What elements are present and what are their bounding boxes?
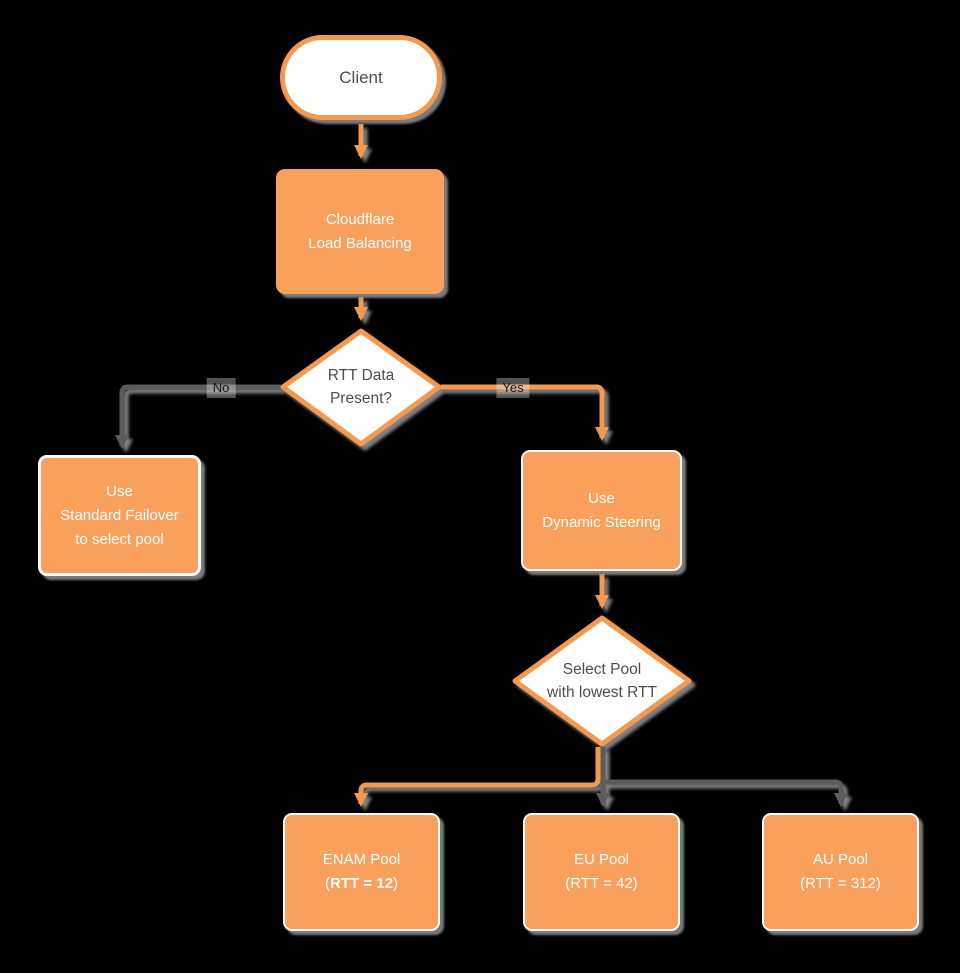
edge-yes-to-dynamic-steering <box>441 384 609 441</box>
enam-pool-line2: (RTT = 12) <box>325 872 398 896</box>
standard-failover-line3: to select pool <box>75 530 164 548</box>
select-pool-line2: with lowest RTT <box>547 684 657 701</box>
no-edge-label: No <box>206 378 236 398</box>
enam-rtt-open-paren: ( <box>325 875 331 892</box>
yes-edge-label: Yes <box>496 378 530 398</box>
client-label: Client <box>339 67 383 87</box>
edge-select-to-enam <box>354 747 601 807</box>
rtt-decision-text: RTT Data Present? <box>291 364 431 410</box>
standard-failover-line2: Standard Failover <box>60 506 179 524</box>
enam-pool-line1: ENAM Pool <box>322 851 401 868</box>
cloudflare-lb-node: Cloudflare Load Balancing <box>276 169 444 294</box>
select-pool-text: Select Pool with lowest RTT <box>522 658 682 704</box>
eu-pool-node: EU Pool (RTT = 42) <box>523 813 680 931</box>
eu-pool-line2: (RTT = 42) <box>565 875 638 892</box>
select-pool-diamond <box>512 615 692 747</box>
eu-pool-line1: EU Pool <box>573 851 630 868</box>
cloudflare-lb-line2: Load Balancing <box>308 234 412 252</box>
dynamic-steering-line2: Dynamic Steering <box>542 513 661 531</box>
dynamic-steering-node: Use Dynamic Steering <box>521 450 682 571</box>
au-pool-line2: (RTT = 312) <box>800 875 881 892</box>
rtt-decision-line1: RTT Data <box>327 367 395 384</box>
edge-no-to-standard-failover <box>115 384 281 449</box>
enam-pool-node: ENAM Pool (RTT = 12) <box>283 813 440 931</box>
standard-failover-line1: Use <box>106 482 133 500</box>
edge-select-to-au <box>603 779 848 807</box>
enam-rtt-close-paren: ) <box>392 875 398 892</box>
client-node: Client <box>280 35 442 120</box>
au-pool-node: AU Pool (RTT = 312) <box>762 813 919 931</box>
rtt-decision-diamond <box>280 328 442 447</box>
rtt-decision-line2: Present? <box>329 390 393 407</box>
select-pool-line1: Select Pool <box>562 661 642 678</box>
dynamic-steering-line1: Use <box>588 489 615 507</box>
au-pool-line1: AU Pool <box>812 851 869 868</box>
cloudflare-lb-line1: Cloudflare <box>325 210 395 228</box>
standard-failover-node: Use Standard Failover to select pool <box>38 455 201 576</box>
enam-rtt-value: RTT = 12 <box>330 875 393 892</box>
